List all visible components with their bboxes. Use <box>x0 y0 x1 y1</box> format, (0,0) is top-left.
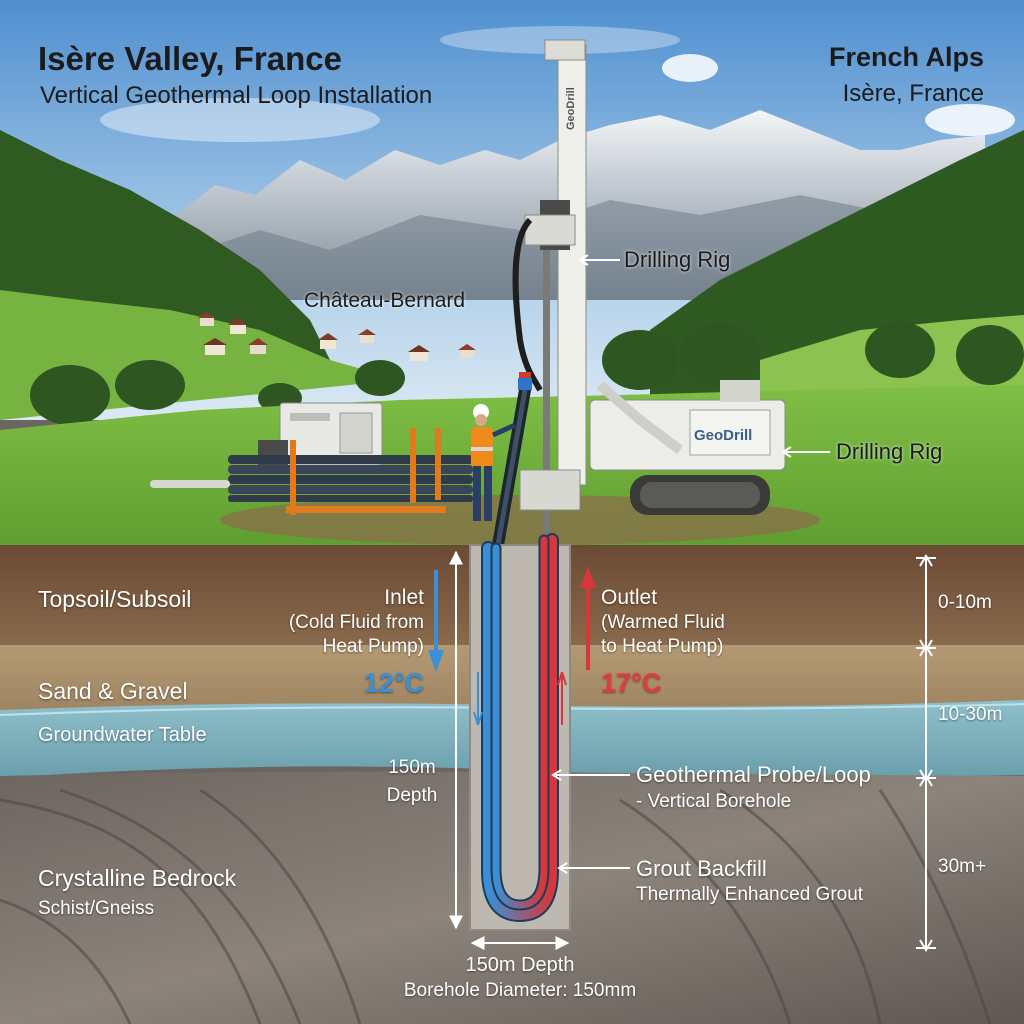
probe-pipe-section <box>492 372 532 551</box>
depth-scale <box>916 554 936 952</box>
inlet-desc-1: (Cold Fluid from <box>288 612 424 633</box>
leader-lines <box>551 254 830 874</box>
rig-brand: GeoDrill <box>694 427 752 444</box>
tree-clusters <box>30 322 1024 425</box>
inlet-desc-2: Heat Pump) <box>322 636 424 657</box>
depth-zone-1: 0-10m <box>938 592 992 613</box>
inlet-title: Inlet <box>384 586 424 609</box>
page-subtitle: Vertical Geothermal Loop Installation <box>40 82 433 109</box>
geothermal-u-loop <box>481 533 559 923</box>
page-title: Isère Valley, France <box>38 40 342 77</box>
layer-label-bedrock-type: Schist/Gneiss <box>38 898 155 919</box>
inlet-arrow <box>428 570 444 672</box>
depth-label-2: Depth <box>386 785 438 806</box>
depth-zone-3: 30m+ <box>938 856 987 877</box>
clouds <box>100 26 1015 142</box>
probe-title: Geothermal Probe/Loop <box>636 762 871 787</box>
depth-zone-2: 10-30m <box>938 704 1003 725</box>
layer-label-bedrock: Crystalline Bedrock <box>38 865 237 891</box>
mast-brand: GeoDrill <box>565 87 577 130</box>
outlet-title: Outlet <box>601 586 658 609</box>
village-label: Château-Bernard <box>304 289 466 312</box>
bedrock-foliation <box>0 788 992 1024</box>
outlet-desc-1: (Warmed Fluid <box>601 612 725 633</box>
inlet-temp: 12°C <box>363 668 424 698</box>
rig-label-mast: Drilling Rig <box>624 247 731 272</box>
layer-label-groundwater: Groundwater Table <box>38 724 207 746</box>
pipe-rack <box>150 428 473 515</box>
outlet-desc-2: to Heat Pump) <box>601 636 724 657</box>
rig-label-body: Drilling Rig <box>836 439 943 464</box>
village-houses <box>198 312 476 361</box>
layer-label-sand: Sand & Gravel <box>38 678 188 704</box>
outlet-arrow <box>580 566 596 670</box>
probe-desc: - Vertical Borehole <box>636 791 792 812</box>
layer-label-topsoil: Topsoil/Subsoil <box>38 586 192 612</box>
bottom-depth-label: 150m Depth <box>465 954 575 976</box>
grout-desc: Thermally Enhanced Grout <box>636 884 864 905</box>
depth-label-1: 150m <box>388 757 436 778</box>
region-title: French Alps <box>828 42 984 72</box>
worker <box>471 404 517 521</box>
diameter-label: Borehole Diameter: 150mm <box>403 980 637 1001</box>
grout-title: Grout Backfill <box>636 856 767 881</box>
rig-mast <box>512 39 683 550</box>
outlet-temp: 17°C <box>601 668 662 698</box>
region-subtitle: Isère, France <box>842 80 984 107</box>
